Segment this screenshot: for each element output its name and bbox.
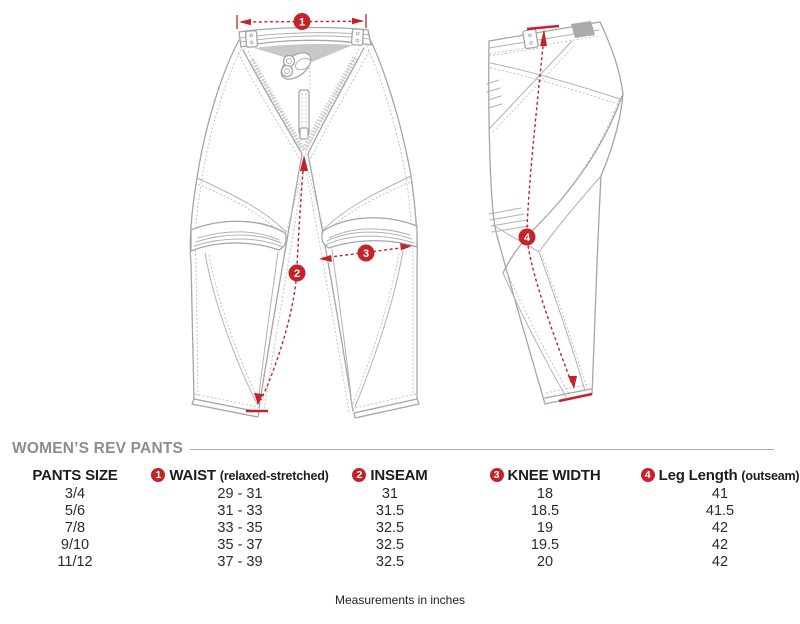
cell-leg: 42: [711, 554, 729, 570]
callout-3-badge: 3: [357, 244, 375, 262]
cell-size: 7/8: [64, 520, 86, 536]
cell-leg: 42: [711, 537, 729, 553]
col-header-waist-label: WAIST: [169, 467, 216, 484]
col-header-knee-width-label: KNEE WIDTH: [507, 467, 601, 484]
callout-4-badge: 4: [518, 228, 536, 246]
knee-pad-right: [321, 217, 418, 249]
col-header-inseam-label: INSEAM: [370, 467, 428, 484]
cell-knee: 19.5: [530, 537, 560, 553]
callout-2-badge-small: 2: [352, 468, 367, 482]
cell-knee: 18: [536, 486, 554, 502]
cell-waist: 29 - 31: [217, 486, 263, 502]
callout-3-badge-small: 3: [489, 468, 504, 482]
pants-front-view: [189, 26, 420, 419]
knee-width-measure-arrow: [319, 243, 412, 262]
cell-inseam: 32.5: [375, 554, 405, 570]
cell-knee: 18.5: [530, 503, 560, 519]
cell-knee: 19: [536, 520, 554, 536]
callout-2-number: 2: [294, 268, 300, 280]
cell-size: 9/10: [60, 537, 90, 553]
table-row: 7/8 33 - 35 32.5 19 42: [0, 520, 800, 537]
pants-diagram-svg: 1 2 3 4: [189, 13, 624, 419]
cell-inseam: 31.5: [375, 503, 405, 519]
waist-measure-arrow: [236, 14, 367, 29]
belt-loop-right: [350, 28, 365, 46]
cell-size: 3/4: [64, 486, 86, 502]
units-footnote: Measurements in inches: [334, 593, 466, 607]
col-header-leg-length-label: Leg Length: [658, 467, 738, 484]
section-divider-line: [190, 448, 774, 450]
callout-3-number: 3: [363, 248, 369, 260]
knee-pad-left: [190, 220, 287, 252]
cell-waist: 37 - 39: [217, 554, 263, 570]
belt-loop-side: [522, 28, 539, 50]
table-row: 11/12 37 - 39 32.5 20 42: [0, 554, 800, 571]
cell-inseam: 32.5: [375, 520, 405, 536]
pants-side-view: [486, 21, 624, 405]
table-row: 3/4 29 - 31 31 18 41: [0, 486, 800, 503]
pants-measurement-diagram: 1 2 3 4: [189, 13, 624, 419]
cell-waist: 31 - 33: [217, 503, 263, 519]
section-title: WOMEN’S REV PANTS: [12, 440, 184, 457]
belt-loop-left: [244, 30, 259, 48]
callout-1-number: 1: [299, 17, 305, 29]
cell-inseam: 31: [381, 486, 399, 502]
callout-4-number: 4: [524, 232, 531, 244]
cell-waist: 35 - 37: [217, 537, 263, 553]
cell-size: 11/12: [57, 554, 93, 570]
cell-leg: 41.5: [705, 503, 735, 519]
inseam-measure-line: [246, 155, 308, 413]
callout-1-badge-small: 1: [151, 468, 166, 482]
cell-waist: 33 - 35: [217, 520, 263, 536]
cell-knee: 20: [536, 554, 554, 570]
table-row: 9/10 35 - 37 32.5 19.5 42: [0, 537, 800, 554]
cell-leg: 41: [711, 486, 729, 502]
outseam-measure-line: [526, 24, 593, 403]
callout-4-badge-small: 4: [640, 468, 655, 482]
col-header-leg-length-sub: (outseam): [741, 469, 800, 483]
col-header-pants-size: PANTS SIZE: [0, 465, 150, 486]
cell-inseam: 32.5: [375, 537, 405, 553]
callout-2-badge: 2: [288, 264, 306, 282]
zipper: [298, 89, 310, 140]
col-header-waist-sub: (relaxed-stretched): [219, 469, 329, 483]
section-header: WOMEN’S REV PANTS: [12, 440, 788, 458]
cell-size: 5/6: [64, 503, 86, 519]
cell-leg: 42: [711, 520, 729, 536]
col-header-pants-size-label: PANTS SIZE: [32, 467, 118, 484]
table-row: 5/6 31 - 33 31.5 18.5 41.5: [0, 503, 800, 520]
callout-1-badge: 1: [293, 13, 311, 30]
